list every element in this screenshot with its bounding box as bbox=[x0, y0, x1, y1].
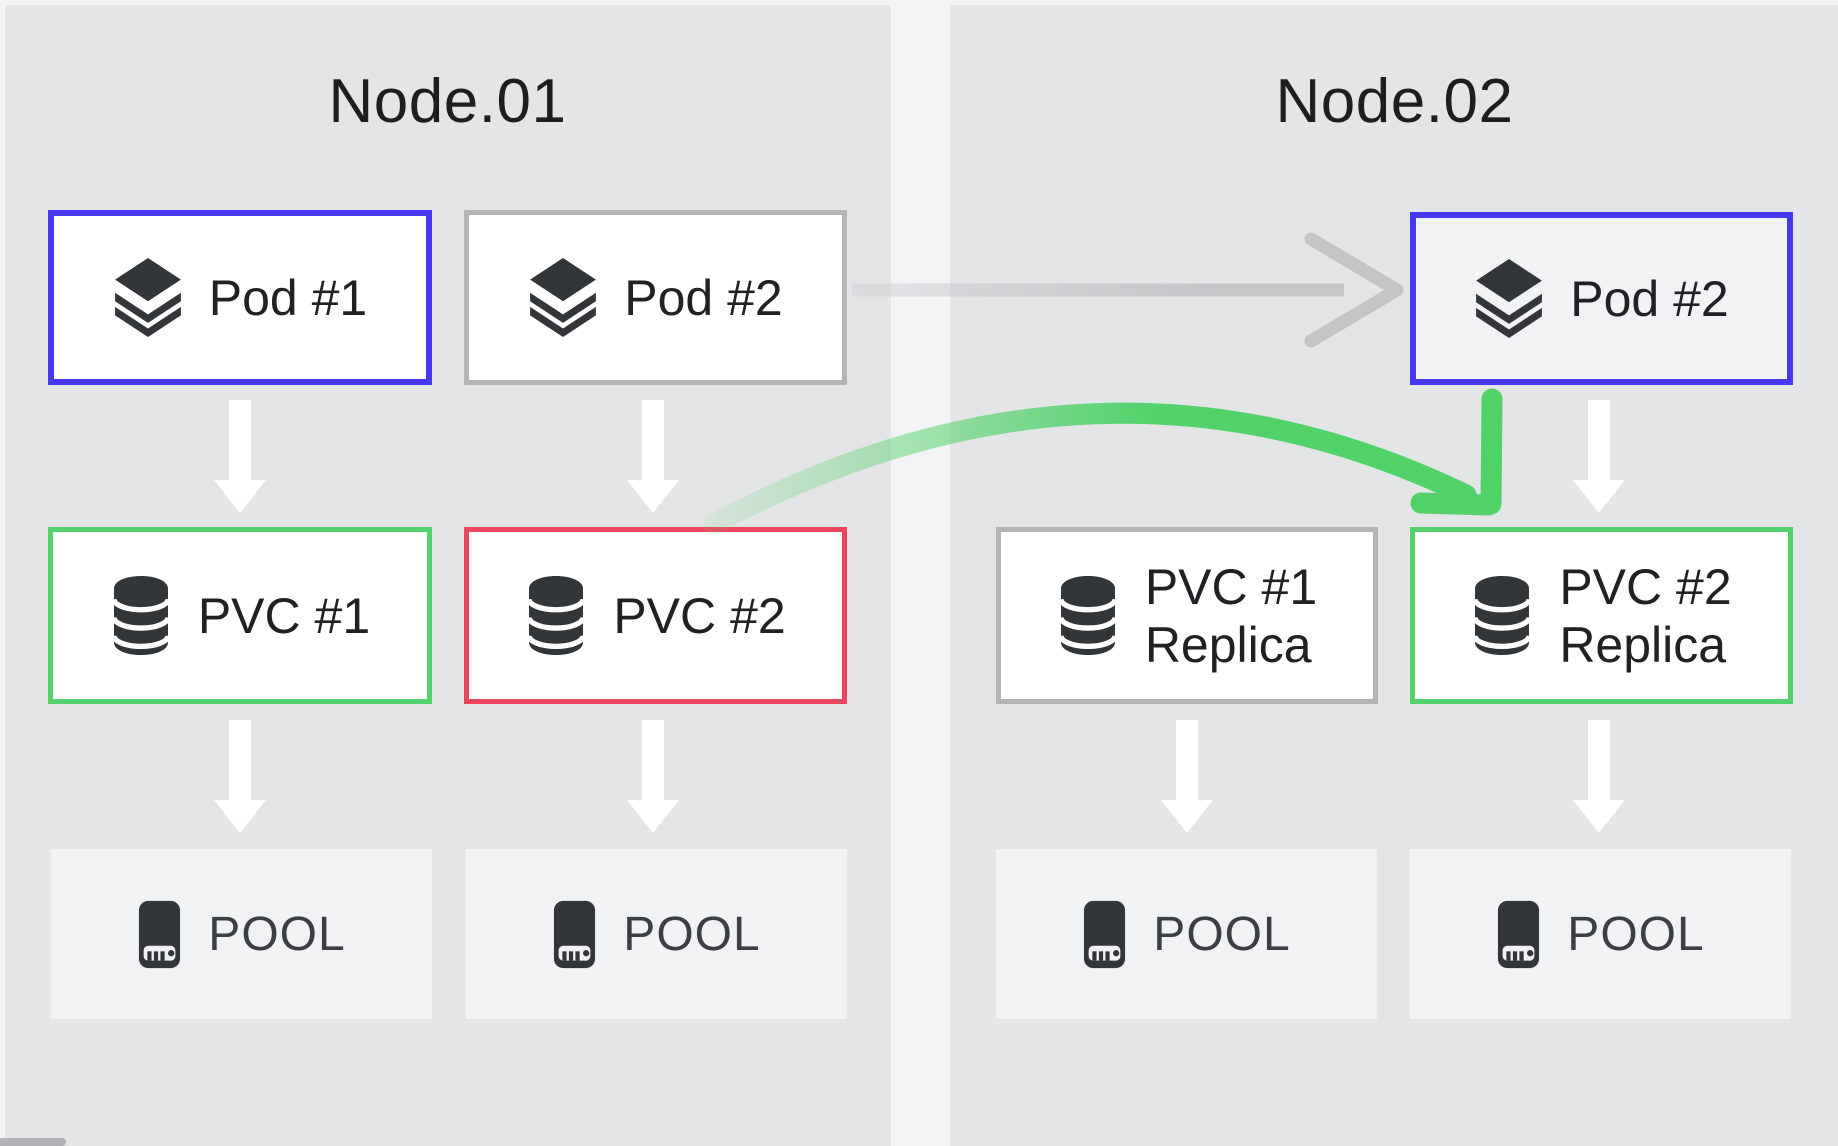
pvc-1-replica-label: PVC #1 Replica bbox=[1145, 558, 1317, 674]
pool-box: POOL bbox=[996, 849, 1377, 1019]
pool-box: POOL bbox=[51, 849, 432, 1019]
layers-icon bbox=[1476, 259, 1543, 338]
pod-2-box: Pod #2 bbox=[464, 210, 847, 385]
pvc-1-replica-box: PVC #1 Replica bbox=[996, 527, 1378, 704]
pvc-1-replica-line2: Replica bbox=[1144, 616, 1312, 673]
ssd-icon bbox=[139, 900, 181, 968]
database-icon bbox=[1058, 575, 1118, 656]
pool-box: POOL bbox=[466, 849, 847, 1019]
ssd-icon bbox=[554, 900, 596, 968]
pvc-1-replica-line1: PVC #1 bbox=[1144, 558, 1318, 615]
pool-label: POOL bbox=[1567, 907, 1705, 961]
pvc-2-label: PVC #2 bbox=[613, 587, 786, 644]
ssd-icon bbox=[1498, 900, 1540, 968]
pvc-2-replica-line1: PVC #2 bbox=[1559, 558, 1732, 615]
pool-label: POOL bbox=[623, 907, 761, 961]
pod-2-migrated-label: Pod #2 bbox=[1570, 270, 1729, 327]
layers-icon bbox=[114, 258, 181, 337]
node-01-title: Node.01 bbox=[328, 67, 567, 136]
layers-icon bbox=[530, 258, 597, 337]
database-icon bbox=[1472, 575, 1532, 656]
pvc-2-box: PVC #2 bbox=[464, 527, 847, 704]
database-icon bbox=[526, 575, 586, 656]
ssd-icon bbox=[1084, 900, 1126, 968]
pool-label: POOL bbox=[208, 907, 346, 961]
pvc-2-replica-box: PVC #2 Replica bbox=[1410, 527, 1793, 704]
pool-label: POOL bbox=[1153, 907, 1291, 961]
database-icon bbox=[111, 575, 171, 656]
pod-1-label: Pod #1 bbox=[208, 269, 368, 326]
scrollbar-thumb[interactable] bbox=[0, 1138, 66, 1146]
pvc-2-replica-label: PVC #2 Replica bbox=[1559, 558, 1731, 674]
pod-2-migrated-box: Pod #2 bbox=[1410, 212, 1793, 385]
pool-box: POOL bbox=[1410, 849, 1791, 1019]
pvc-1-label: PVC #1 bbox=[197, 587, 371, 644]
pod-1-box: Pod #1 bbox=[48, 210, 432, 385]
pvc-2-replica-line2: Replica bbox=[1559, 616, 1727, 673]
node-02-title: Node.02 bbox=[1275, 67, 1514, 136]
pod-2-label: Pod #2 bbox=[624, 269, 783, 326]
pvc-1-box: PVC #1 bbox=[48, 527, 432, 704]
